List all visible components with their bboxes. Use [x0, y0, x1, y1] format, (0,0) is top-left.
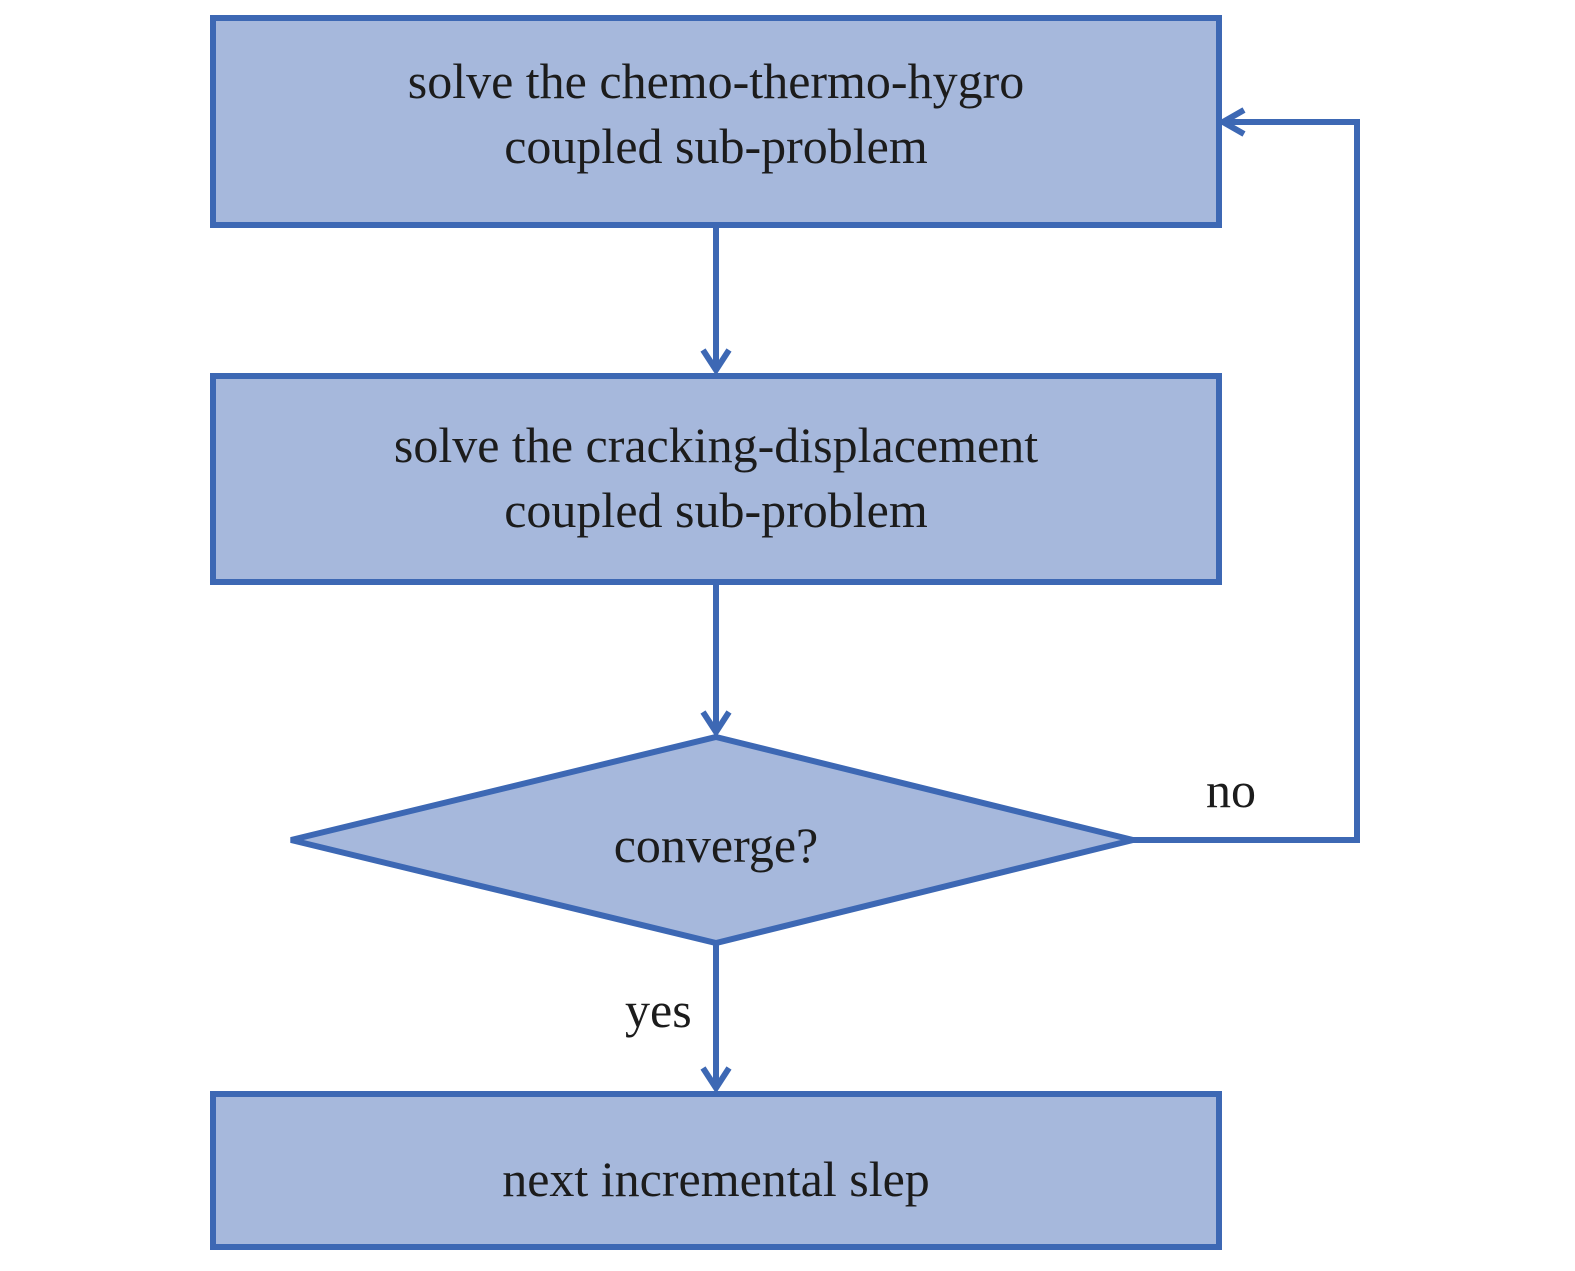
- node-converge-decision: converge?: [290, 733, 1134, 947]
- edge-cracking-to-converge: [700, 582, 732, 738]
- node-solve-cracking-line2: coupled sub-problem: [504, 482, 928, 538]
- edge-no-loop-back: no: [1133, 107, 1360, 843]
- node-solve-chemo-line1: solve the chemo-thermo-hygro: [408, 53, 1024, 109]
- node-solve-chemo-thermo-hygro: solve the chemo-thermo-hygro coupled sub…: [210, 15, 1222, 228]
- node-solve-cracking-displacement: solve the cracking-displacement coupled …: [210, 373, 1222, 585]
- edge-yes-to-next: yes: [625, 943, 732, 1094]
- node-next-step-label: next incremental slep: [502, 1151, 930, 1207]
- node-solve-chemo-line2: coupled sub-problem: [504, 118, 928, 174]
- node-next-incremental-step: next incremental slep: [210, 1091, 1222, 1250]
- edge-label-no: no: [1206, 762, 1256, 818]
- edge-chemo-to-cracking: [700, 225, 732, 376]
- node-converge-label: converge?: [614, 817, 819, 873]
- edge-label-yes: yes: [625, 982, 692, 1038]
- node-solve-cracking-line1: solve the cracking-displacement: [394, 417, 1038, 473]
